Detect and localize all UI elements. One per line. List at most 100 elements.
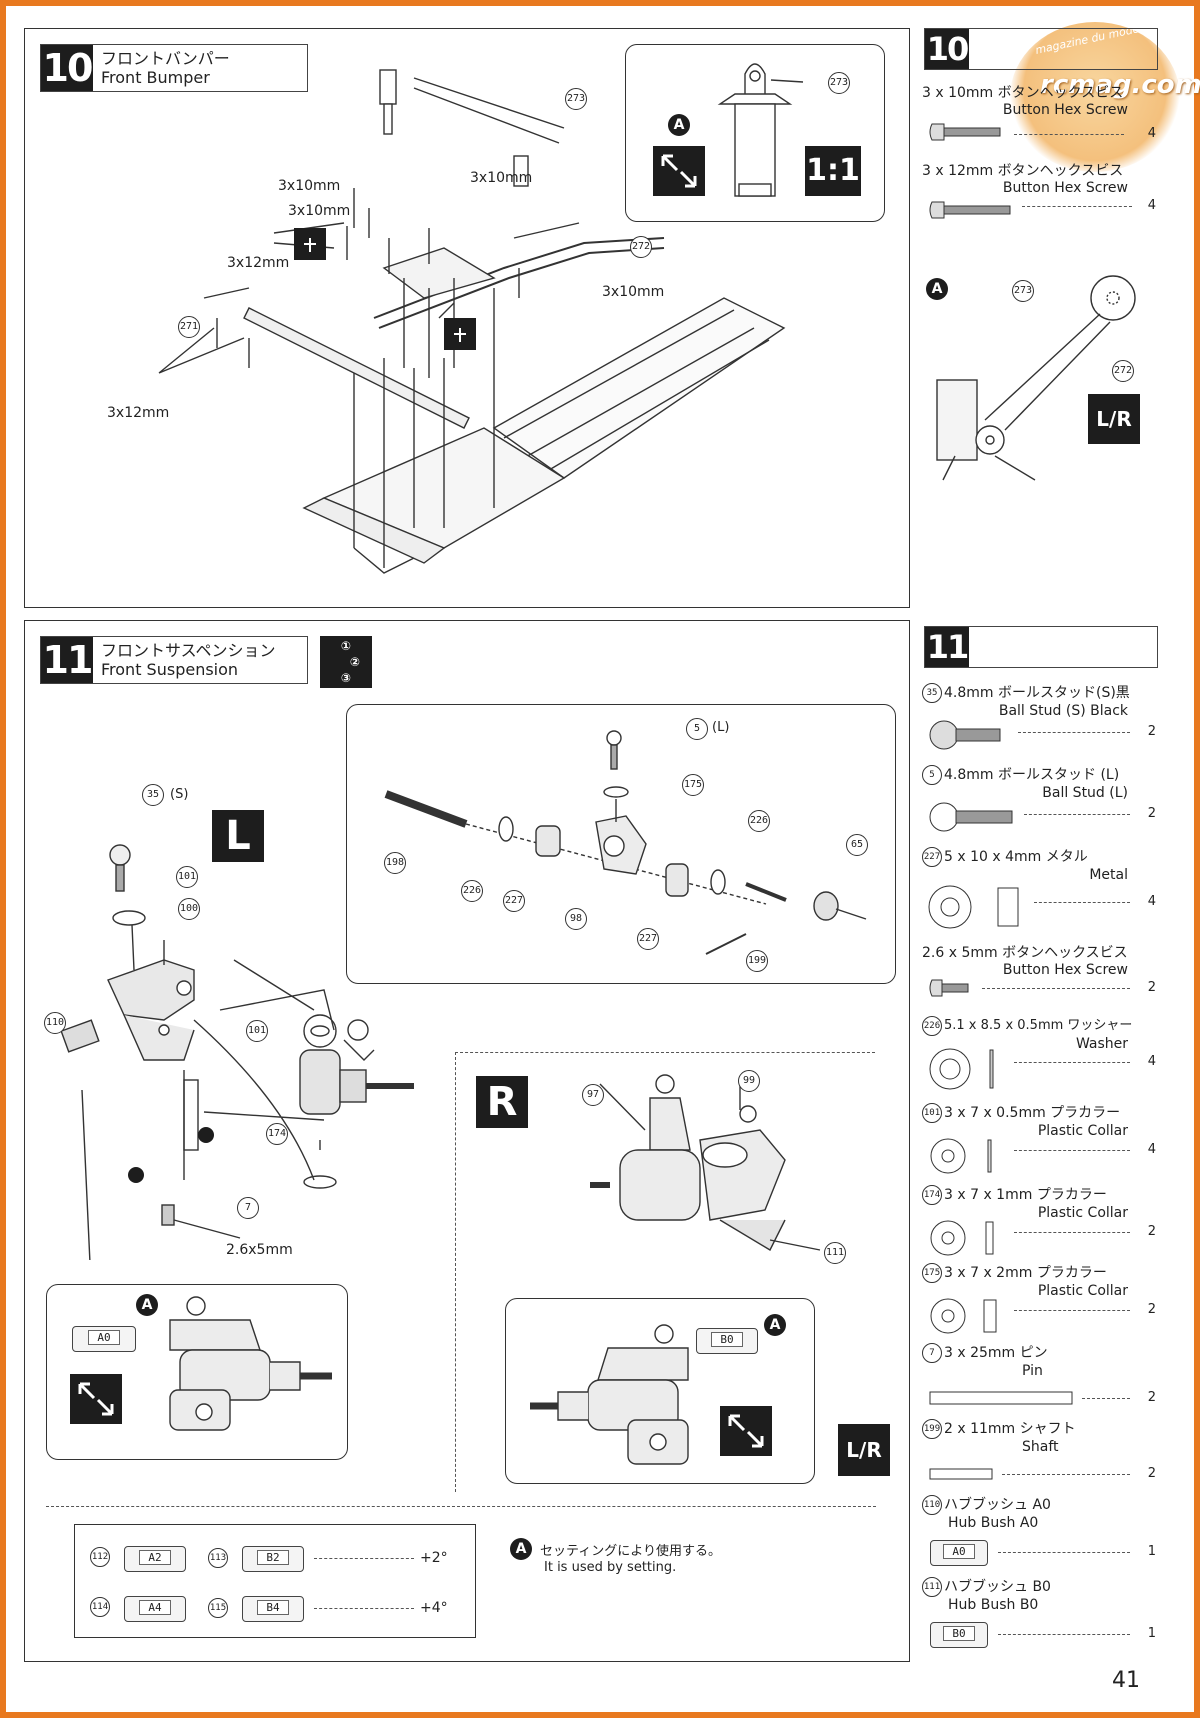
tag-174: 174 xyxy=(266,1123,288,1145)
step11-list-header: 11 xyxy=(924,626,1158,668)
bush-option-row-2: 114 A4 115 B4 +4° xyxy=(90,1596,470,1626)
list-item-3x12-screw: 3 x 12mm ボタンヘックスビス Button Hex Screw 4 xyxy=(922,160,1158,230)
tag-110: 110 xyxy=(44,1012,66,1034)
tag-198: 198 xyxy=(384,852,406,874)
bush-a0-detail: A0 xyxy=(72,1326,136,1352)
step11-header: 11 フロントサスペンション Front Suspension xyxy=(40,636,308,684)
step11-number: 11 xyxy=(41,637,93,683)
tag-101-b: 101 xyxy=(246,1020,268,1042)
button-hex-screw-long-icon xyxy=(929,201,1011,219)
lr-badge-step10: L/R xyxy=(1088,394,1140,444)
note-en: It is used by setting. xyxy=(544,1560,677,1575)
ball-stud-black-icon xyxy=(929,720,1001,750)
tag-35-s: (S) xyxy=(170,787,189,802)
detail-a-right-badge: A xyxy=(764,1314,786,1336)
step11-title-jp: フロントサスペンション xyxy=(101,641,276,660)
step10-title-jp: フロントバンパー xyxy=(101,49,230,68)
label-3x10-b: 3x10mm xyxy=(288,203,351,219)
tag-101: 101 xyxy=(176,866,198,888)
detail-a-left-badge: A xyxy=(136,1294,158,1316)
shaft-icon xyxy=(929,1468,993,1480)
exploded-knuckle-diagram xyxy=(384,730,867,955)
options-divider xyxy=(46,1506,876,1507)
expand-arrows-icon-left xyxy=(70,1374,122,1424)
hub-bush-a0-icon: A0 xyxy=(930,1540,988,1566)
bumper-post-detail xyxy=(936,275,1136,481)
tag-227-b: 227 xyxy=(637,928,659,950)
note-jp: セッティングにより使用する。 xyxy=(540,1544,721,1559)
step10-list-header: 10 xyxy=(924,28,1158,70)
right-section-top-border xyxy=(455,1052,875,1053)
part-tag-273-detail: 273 xyxy=(828,72,850,94)
tag-227-a: 227 xyxy=(503,890,525,912)
step10-number: 10 xyxy=(41,45,93,91)
lr-badge-step11: L/R xyxy=(838,1424,890,1476)
step10-header: 10 フロントバンパー Front Bumper xyxy=(40,44,308,92)
tag-226-a: 226 xyxy=(461,880,483,902)
step10-title-en: Front Bumper xyxy=(101,68,210,87)
label-2-6x5mm: 2.6x5mm xyxy=(226,1242,293,1258)
tag-111: 111 xyxy=(824,1242,846,1264)
right-side-badge: R xyxy=(476,1076,528,1128)
right-section-left-border xyxy=(455,1052,456,1492)
callout-a-badge: A xyxy=(668,114,690,136)
detail-part-273: 273 xyxy=(1012,280,1034,302)
list-item-3x10-screw: 3 x 10mm ボタンヘックスビス Button Hex Screw 4 xyxy=(922,82,1158,152)
watermark-brand: rcmag.com xyxy=(1040,70,1200,100)
tag-98: 98 xyxy=(565,908,587,930)
tag-199: 199 xyxy=(746,950,768,972)
tag-5-l: (L) xyxy=(712,720,730,735)
tag-226-b: 226 xyxy=(748,810,770,832)
right-knuckle-diagram xyxy=(590,1074,821,1251)
bush-option-row-1: 112 A2 113 B2 +2° xyxy=(90,1546,470,1576)
detail-part-272: 272 xyxy=(1112,360,1134,382)
part-tag-273: 273 xyxy=(565,88,587,110)
tag-5: 5 xyxy=(686,718,708,740)
plastic-collar-1mm-icon xyxy=(930,1220,994,1256)
watermark-logo xyxy=(1010,22,1180,172)
button-hex-screw-icon xyxy=(929,123,1001,141)
small-hex-screw-icon xyxy=(929,979,969,997)
tag-99: 99 xyxy=(738,1070,760,1092)
right-knuckle-detail xyxy=(530,1324,689,1465)
tag-7: 7 xyxy=(237,1197,259,1219)
scale-1to1-badge: 1:1 xyxy=(805,146,861,196)
hub-bush-b0-icon: B0 xyxy=(930,1622,988,1648)
washer-icon xyxy=(929,1048,994,1090)
front-bumper-diagram xyxy=(158,69,786,574)
ball-stud-long-icon xyxy=(929,802,1013,832)
label-3x10-d: 3x10mm xyxy=(602,284,665,300)
tag-97: 97 xyxy=(582,1084,604,1106)
tag-35: 35 xyxy=(142,784,164,806)
metal-bearing-icon xyxy=(928,885,1019,929)
plastic-collar-thin-icon xyxy=(930,1138,992,1174)
left-knuckle-detail xyxy=(169,1296,332,1431)
list-item-2-6x5-screw: 2.6 x 5mm ボタンヘックスビス Button Hex Screw 2 xyxy=(922,942,1158,1012)
bush-b0-detail: B0 xyxy=(696,1328,758,1354)
label-3x10-c: 3x10mm xyxy=(470,170,533,186)
tag-65: 65 xyxy=(846,834,868,856)
step10-list-number: 10 xyxy=(925,29,969,69)
detail-a-badge: A xyxy=(926,278,948,300)
assembly-order-icon: ① ② ③ xyxy=(320,636,372,688)
note-a-badge: A xyxy=(510,1538,532,1560)
label-3x12-b: 3x12mm xyxy=(107,405,170,421)
pin-icon xyxy=(929,1391,1073,1405)
left-knuckle-diagram xyxy=(60,844,414,1260)
part-tag-271: 271 xyxy=(178,316,200,338)
expand-arrows-icon-right xyxy=(720,1406,772,1456)
expand-arrows-icon xyxy=(653,146,705,196)
tag-100: 100 xyxy=(178,898,200,920)
tag-175: 175 xyxy=(682,774,704,796)
